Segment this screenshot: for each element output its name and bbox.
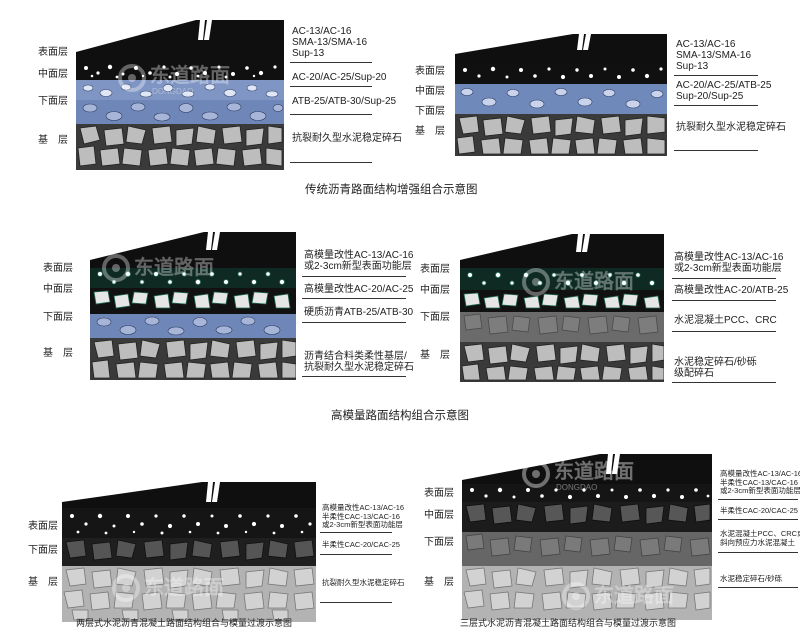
f1l-layer-lower: 下面层 bbox=[38, 96, 68, 107]
f3l-layer-lower: 下面层 bbox=[28, 545, 58, 556]
figure3-left-caption: 两层式水泥沥青混凝土路面结构组合与模量过渡示意图 bbox=[76, 616, 292, 629]
f3r-line-4 bbox=[718, 587, 798, 588]
f2l-line-4 bbox=[302, 376, 406, 377]
f1r-layer-surface: 表面层 bbox=[415, 66, 445, 77]
f1l-desc-middle: AC-20/AC-25/Sup-20 bbox=[292, 72, 387, 83]
f3r-line-1 bbox=[718, 499, 798, 500]
f1r-line-2 bbox=[674, 105, 758, 106]
f1l-line-3 bbox=[290, 114, 372, 115]
f2r-desc-middle: 高模量改性AC-20/ATB-25 bbox=[674, 285, 788, 296]
f3r-line-3 bbox=[718, 552, 798, 553]
f1l-layer-middle: 中面层 bbox=[38, 69, 68, 80]
f2l-line-1 bbox=[302, 276, 406, 277]
f1l-desc-lower: ATB-25/ATB-30/Sup-25 bbox=[292, 96, 396, 107]
f2l-layer-middle: 中面层 bbox=[43, 284, 73, 295]
f2l-desc-middle: 高模量改性AC-20/AC-25 bbox=[304, 284, 413, 295]
f3l-layer-base: 基 层 bbox=[28, 577, 58, 588]
f2r-line-3 bbox=[672, 331, 776, 332]
f1l-line-1 bbox=[290, 62, 372, 63]
f2r-layer-base: 基 层 bbox=[420, 350, 450, 361]
f1r-line-3 bbox=[674, 150, 758, 151]
f1r-line-1 bbox=[674, 75, 758, 76]
f3r-desc-middle: 半柔性CAC-20/CAC-25 bbox=[720, 507, 798, 516]
figure2-left-cross-section bbox=[90, 230, 296, 380]
figure2-caption: 高模量路面结构组合示意图 bbox=[331, 407, 469, 423]
f2r-desc-base: 水泥稳定碎石/砂砾级配碎石 bbox=[674, 357, 757, 379]
f2r-line-1 bbox=[672, 278, 776, 279]
f1l-line-2 bbox=[290, 86, 372, 87]
f1r-layer-lower: 下面层 bbox=[415, 106, 445, 117]
f2r-line-2 bbox=[672, 300, 776, 301]
figure2-right-cross-section bbox=[460, 232, 664, 382]
f3l-line-3 bbox=[320, 602, 392, 603]
f3l-layer-surface: 表面层 bbox=[28, 521, 58, 532]
f1r-layer-middle: 中面层 bbox=[415, 86, 445, 97]
f3r-layer-surface: 表面层 bbox=[424, 488, 454, 499]
figure3-left-cross-section bbox=[62, 480, 316, 622]
f3r-line-2 bbox=[718, 519, 798, 520]
f3l-line-2 bbox=[320, 554, 392, 555]
f2l-line-3 bbox=[302, 322, 406, 323]
f1r-layer-base: 基 层 bbox=[415, 126, 445, 137]
f1l-layer-surface: 表面层 bbox=[38, 47, 68, 58]
f3l-line-1 bbox=[320, 532, 392, 533]
f1r-desc-base: 抗裂耐久型水泥稳定碎石 bbox=[676, 122, 786, 133]
f1l-line-4 bbox=[290, 162, 372, 163]
f3r-layer-lower: 下面层 bbox=[424, 537, 454, 548]
f1l-layer-base: 基 层 bbox=[38, 135, 68, 146]
f3r-layer-base: 基 层 bbox=[424, 577, 454, 588]
f1l-desc-base: 抗裂耐久型水泥稳定碎石 bbox=[292, 133, 402, 144]
figure1-right-cross-section bbox=[455, 32, 667, 156]
f2l-desc-lower: 硬质沥青ATB-25/ATB-30 bbox=[304, 307, 413, 318]
figure1-left-cross-section bbox=[76, 18, 284, 170]
f3r-layer-middle: 中面层 bbox=[424, 510, 454, 521]
f3l-desc-lower: 半柔性CAC-20/CAC-25 bbox=[322, 541, 400, 550]
f2l-line-2 bbox=[302, 298, 406, 299]
f3r-desc-base: 水泥稳定碎石/砂砾 bbox=[720, 575, 782, 584]
figure3-right-caption: 三层式水泥沥青混凝土路面结构组合与模量过渡示意图 bbox=[460, 616, 676, 629]
f2r-layer-lower: 下面层 bbox=[420, 312, 450, 323]
f2r-layer-surface: 表面层 bbox=[420, 264, 450, 275]
f2l-desc-base: 沥青结合料类柔性基层/抗裂耐久型水泥稳定碎石 bbox=[304, 351, 414, 373]
f2l-layer-base: 基 层 bbox=[43, 348, 73, 359]
f2l-layer-surface: 表面层 bbox=[43, 263, 73, 274]
f2r-layer-middle: 中面层 bbox=[420, 285, 450, 296]
f2r-desc-lower: 水泥混凝土PCC、CRC bbox=[674, 315, 777, 326]
figure1-caption: 传统沥青路面结构增强组合示意图 bbox=[305, 181, 478, 197]
f2l-layer-lower: 下面层 bbox=[43, 312, 73, 323]
figure3-right-cross-section bbox=[462, 452, 712, 620]
f3r-desc-lower: 水泥混凝土PCC、CRC或斜向预应力水泥混凝土 bbox=[720, 530, 800, 547]
f2r-line-4 bbox=[672, 382, 776, 383]
f3l-desc-base: 抗裂耐久型水泥稳定碎石 bbox=[322, 579, 405, 588]
